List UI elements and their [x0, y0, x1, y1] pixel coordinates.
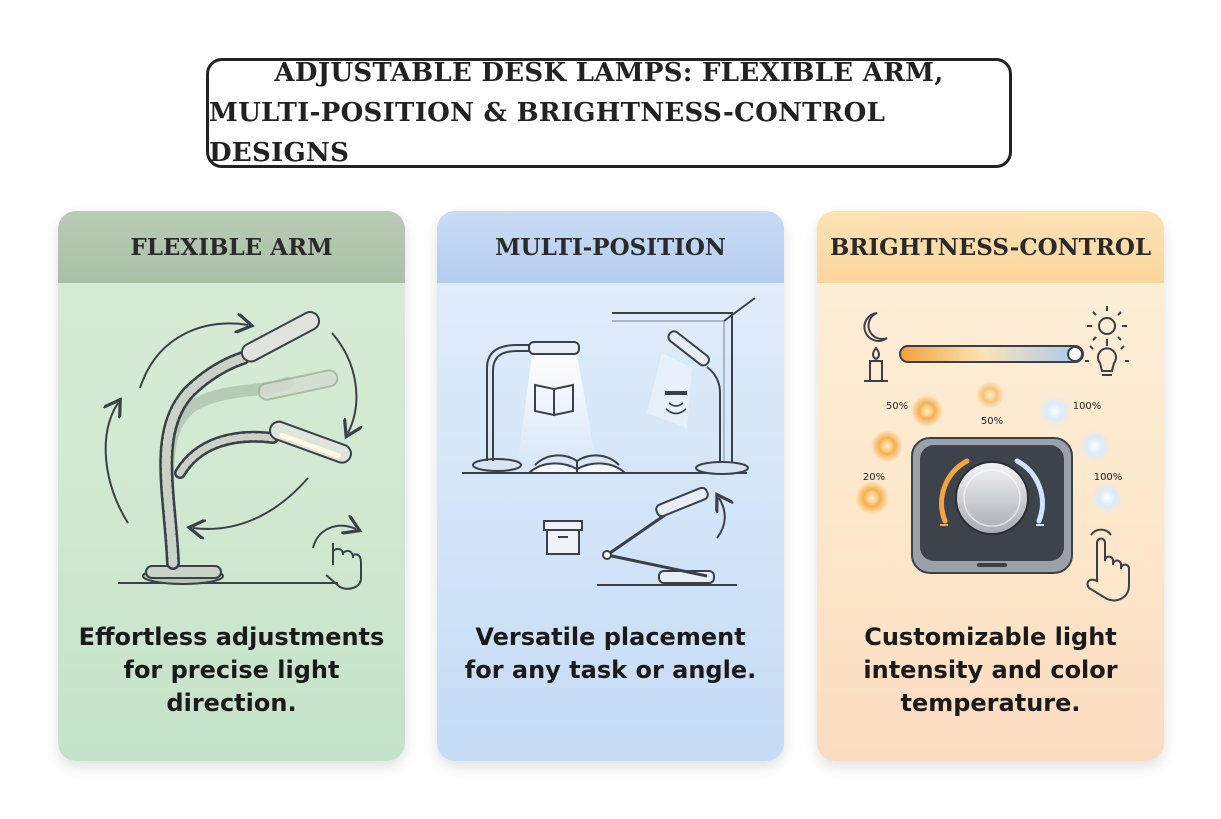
description-line: temperature. [900, 689, 1081, 717]
page-title-line-1: ADJUSTABLE DESK LAMPS: FLEXIBLE ARM, [274, 58, 944, 88]
description-line: for precise light [123, 656, 340, 684]
open-book-icon [526, 454, 628, 474]
flexible-arm-illustration [58, 311, 405, 590]
brightness-control-heading: BRIGHTNESS-CONTROL [817, 211, 1164, 283]
description-line: Effortless adjustments [78, 623, 385, 651]
page-title: ADJUSTABLE DESK LAMPS: FLEXIBLE ARM, MUL… [206, 58, 1012, 168]
box-icon [543, 520, 583, 555]
desk-lamp-icon [472, 341, 597, 472]
flexible-arm-description: Effortless adjustments for precise light… [58, 621, 405, 720]
level-label: 100% [1073, 401, 1102, 412]
gooseneck-lamp-icon [118, 311, 352, 585]
book-icon [534, 383, 574, 417]
description-line: direction. [166, 689, 297, 717]
description-line: for any task or angle. [464, 656, 757, 684]
brightness-control-description: Customizable light intensity and color t… [817, 621, 1164, 720]
description-line: Versatile placement [475, 623, 746, 651]
description-line: Customizable light [864, 623, 1117, 651]
sun-icon [1087, 306, 1127, 346]
rotate-arrows-icon [106, 323, 357, 529]
lightbulb-icon [1085, 339, 1129, 376]
multi-position-heading: MULTI-POSITION [437, 211, 784, 283]
folding-lamp-icon [597, 486, 737, 586]
multi-position-description: Versatile placement for any task or angl… [437, 621, 784, 687]
moon-icon [863, 312, 888, 342]
level-label: 50% [981, 416, 1003, 427]
hand-pointer-icon [1086, 528, 1130, 602]
flexible-arm-card: FLEXIBLE ARM [58, 211, 405, 761]
level-label: 20% [863, 472, 885, 483]
brightness-control-illustration: 50% 50% 100% 20% 100% [855, 306, 1130, 602]
level-label: 100% [1094, 472, 1123, 483]
description-line: intensity and color [863, 656, 1118, 684]
brightness-control-card: BRIGHTNESS-CONTROL [817, 211, 1164, 761]
level-label: 50% [886, 401, 908, 412]
page-title-line-2: MULTI-POSITION & BRIGHTNESS-CONTROL DESI… [209, 98, 886, 168]
dimmer-knob-icon [911, 437, 1073, 574]
candle-icon [864, 346, 888, 382]
flexible-arm-heading: FLEXIBLE ARM [58, 211, 405, 283]
multi-position-illustration [462, 297, 756, 586]
hand-gesture-icon [312, 526, 361, 590]
multi-position-card: MULTI-POSITION [437, 211, 784, 761]
wall-lamp-icon [612, 297, 756, 475]
